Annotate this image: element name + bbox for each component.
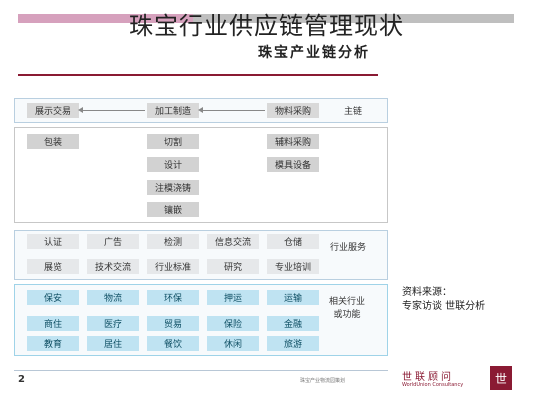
item-auxiliary-procurement: 辅料采购 (267, 134, 319, 149)
service-industry-standard: 行业标准 (147, 259, 199, 274)
related-dining: 餐饮 (147, 336, 199, 351)
doc-title: 珠宝产业链分析 (258, 45, 370, 61)
related-commercial-residence: 商住 (27, 316, 79, 331)
brand-logo-icon: 世 (490, 366, 512, 390)
service-certification: 认证 (27, 234, 79, 249)
source-text: 专家访谈 世联分析 (402, 301, 486, 312)
brand-block: 世联顾问 WorldUnion Consultancy 世 (400, 366, 512, 392)
item-design: 设计 (147, 157, 199, 172)
related-insurance: 保险 (207, 316, 259, 331)
related-logistics: 物流 (87, 290, 139, 305)
related-tourism: 旅游 (267, 336, 319, 351)
item-cutting: 切割 (147, 134, 199, 149)
flow-arrow-make-to-trade (78, 107, 145, 113)
service-info-exchange: 信息交流 (207, 234, 259, 249)
item-casting: 注模浇铸 (147, 180, 199, 195)
header-bar-gray (193, 14, 514, 23)
service-advertising: 广告 (87, 234, 139, 249)
brand-name: 世联顾问 (402, 372, 454, 383)
service-training: 专业培训 (267, 259, 319, 274)
related-housing: 居住 (87, 336, 139, 351)
item-mold-equipment: 模具设备 (267, 157, 319, 172)
page-number: 2 (18, 374, 25, 385)
footer-rule (14, 370, 388, 371)
related-trade: 贸易 (147, 316, 199, 331)
item-inlay: 镶嵌 (147, 202, 199, 217)
source-note: 资料来源： 专家访谈 世联分析 (402, 286, 485, 314)
main-chain-label: 主链 (344, 107, 363, 117)
related-environment: 环保 (147, 290, 199, 305)
related-security: 保安 (27, 290, 79, 305)
service-research: 研究 (207, 259, 259, 274)
related-medical: 医疗 (87, 316, 139, 331)
service-exhibition: 展览 (27, 259, 79, 274)
header-decor-bar (18, 14, 514, 23)
related-finance: 金融 (267, 316, 319, 331)
related-transport: 运输 (267, 290, 319, 305)
footer-note: 珠宝产业物流园策划 (300, 378, 346, 384)
related-industries-label: 相关行业或功能 (328, 297, 365, 320)
page-title: 珠宝行业供应链管理现状 (129, 12, 404, 40)
source-label: 资料来源： (402, 287, 452, 298)
industry-services-label: 行业服务 (330, 243, 367, 253)
service-warehousing: 仓储 (267, 234, 319, 249)
main-step-procurement: 物料采购 (267, 103, 319, 118)
service-tech-exchange: 技术交流 (87, 259, 139, 274)
header-bar-accent (18, 14, 193, 23)
title-rule (18, 74, 378, 76)
main-step-manufacturing: 加工制造 (147, 103, 199, 118)
item-packaging: 包装 (27, 134, 79, 149)
brand-english: WorldUnion Consultancy (402, 382, 464, 388)
service-testing: 检测 (147, 234, 199, 249)
related-escort: 押运 (207, 290, 259, 305)
main-step-trade: 展示交易 (27, 103, 79, 118)
related-leisure: 休闲 (207, 336, 259, 351)
related-education: 教育 (27, 336, 79, 351)
flow-arrow-procure-to-make (198, 107, 265, 113)
